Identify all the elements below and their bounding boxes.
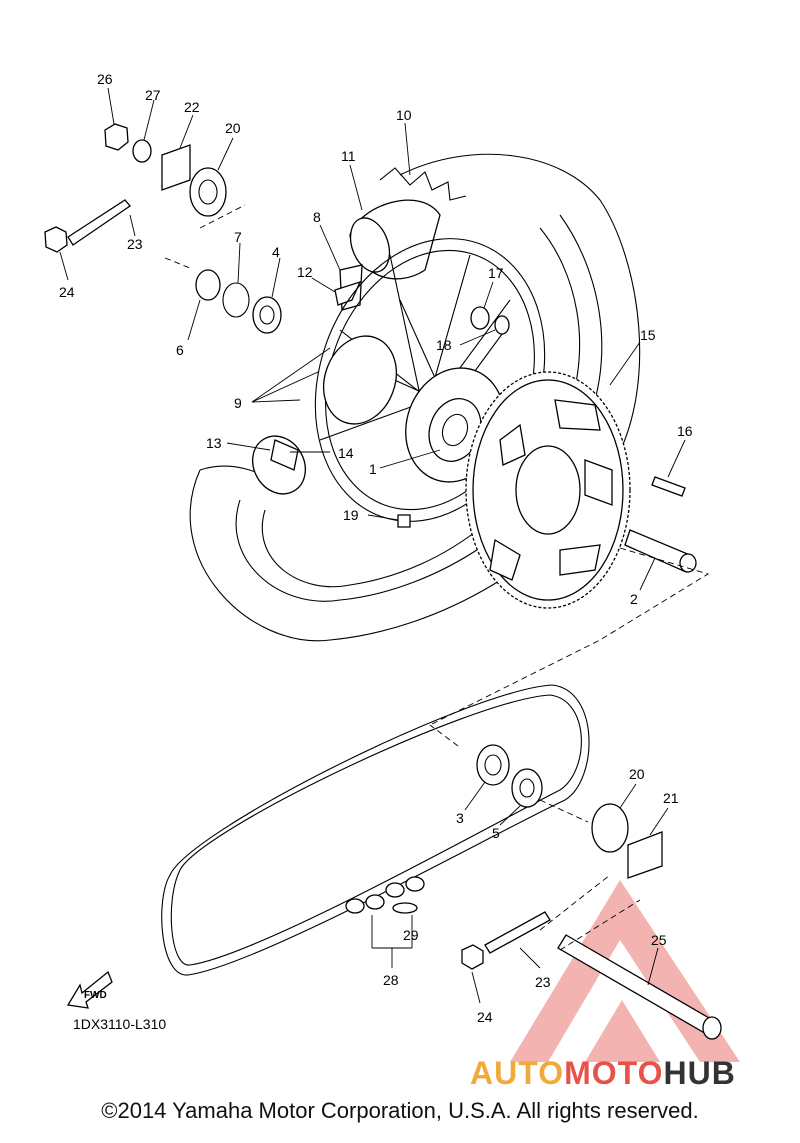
- callout-15: 15: [640, 327, 656, 343]
- callout-29: 29: [403, 927, 419, 943]
- callout-12: 12: [297, 264, 313, 280]
- forward-arrow-icon: FWD: [66, 970, 113, 1009]
- callout-3: 3: [456, 810, 464, 826]
- callout-7: 7: [234, 229, 242, 245]
- callout-13: 13: [206, 435, 222, 451]
- lower-parts: [461, 744, 722, 1040]
- callout-22: 22: [184, 99, 200, 115]
- rear-sprocket: [465, 371, 631, 609]
- callout-19: 19: [343, 507, 359, 523]
- callout-25: 25: [651, 932, 667, 948]
- callout-20-upper: 20: [225, 120, 241, 136]
- copyright-notice: ©2014 Yamaha Motor Corporation, U.S.A. A…: [101, 1098, 699, 1123]
- callout-26: 26: [97, 71, 113, 87]
- collar: [624, 529, 697, 573]
- callout-23-upper: 23: [127, 236, 143, 252]
- leader-lines: [59, 87, 710, 1004]
- chain-joint: [345, 876, 425, 914]
- callout-14: 14: [338, 445, 354, 461]
- callout-9: 9: [234, 395, 242, 411]
- callout-27: 27: [145, 87, 161, 103]
- callout-24-lower: 24: [477, 1009, 493, 1025]
- fwd-label: FWD: [84, 990, 107, 1001]
- tube-and-rim-band: [334, 199, 441, 311]
- watermark-hub: HUB: [663, 1055, 736, 1091]
- callout-20-lower: 20: [629, 766, 645, 782]
- callout-numbers: 26 27 22 20 10 11 8 7 4 23 24 12 17 6 18…: [59, 71, 693, 1025]
- callout-24-upper: 24: [59, 284, 75, 300]
- callout-1: 1: [369, 461, 377, 477]
- callout-2: 2: [630, 591, 638, 607]
- callout-28: 28: [383, 972, 399, 988]
- callout-21: 21: [663, 790, 679, 806]
- callout-11: 11: [341, 148, 356, 164]
- watermark-auto: AUTO: [470, 1055, 565, 1091]
- upper-left-parts: [44, 123, 686, 528]
- watermark-text: AUTOMOTOHUB: [470, 1055, 736, 1092]
- callout-4: 4: [272, 244, 280, 260]
- callout-6: 6: [176, 342, 184, 358]
- callout-18: 18: [436, 337, 452, 353]
- callout-10: 10: [396, 107, 412, 123]
- callout-8: 8: [313, 209, 321, 225]
- watermark-moto: MOTO: [564, 1055, 664, 1091]
- drive-chain: [161, 684, 590, 976]
- callout-23-lower: 23: [535, 974, 551, 990]
- callout-17: 17: [488, 265, 504, 281]
- diagram-code: 1DX3110-L310: [73, 1016, 167, 1032]
- callout-5: 5: [492, 825, 500, 841]
- callout-16: 16: [677, 423, 693, 439]
